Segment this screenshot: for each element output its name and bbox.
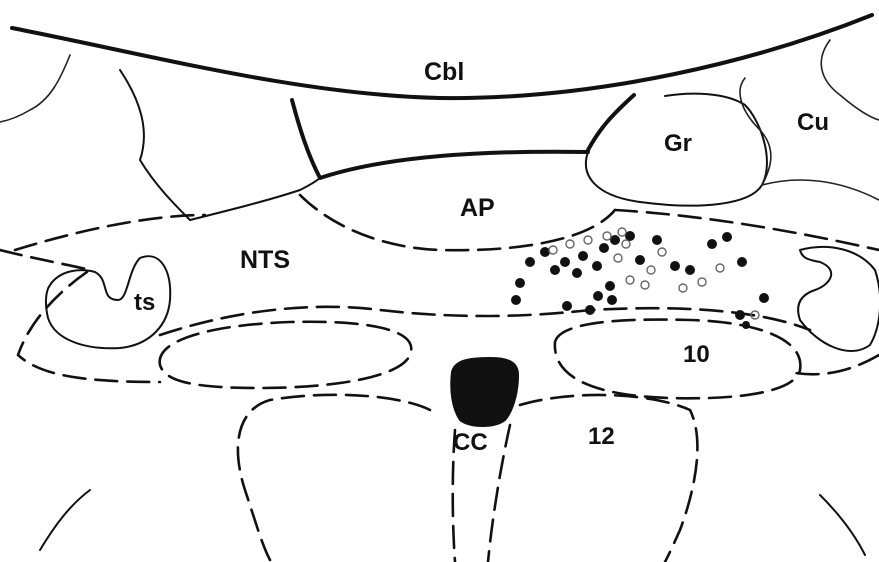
- filled-dot: [652, 235, 662, 245]
- open-dot: [549, 246, 557, 254]
- label-12: 12: [588, 423, 615, 450]
- right-lateral-outline: [798, 247, 879, 351]
- filled-dot: [585, 305, 595, 315]
- open-dot: [679, 284, 687, 292]
- hypoglossal-midline-right: [488, 425, 510, 562]
- filled-dot: [635, 255, 645, 265]
- filled-dot: [707, 239, 717, 249]
- open-dot: [584, 236, 592, 244]
- left-oval-outline: [160, 322, 412, 388]
- label-ap: AP: [460, 194, 495, 222]
- label-cbl: Cbl: [424, 58, 464, 86]
- roof-left-edge: [292, 100, 320, 178]
- open-dot: [626, 276, 634, 284]
- label-10: 10: [683, 341, 710, 368]
- label-nts: NTS: [240, 246, 290, 274]
- filled-dot: [515, 278, 525, 288]
- filled-dot: [685, 265, 695, 275]
- filled-dot: [578, 251, 588, 261]
- label-cu: Cu: [797, 109, 829, 136]
- cuneate-outer-outline: [821, 40, 879, 120]
- left-region-outline-a: [120, 70, 190, 220]
- ap-top-thick: [320, 152, 588, 178]
- hypoglossal-left-outline: [238, 395, 430, 560]
- filled-dot: [722, 232, 732, 242]
- open-dot: [622, 240, 630, 248]
- bottom-left-arc: [40, 490, 90, 550]
- filled-dot: [540, 247, 550, 257]
- filled-dot: [562, 301, 572, 311]
- filled-dot: [607, 295, 617, 305]
- roof-right-edge: [588, 95, 634, 150]
- open-dot: [647, 266, 655, 274]
- central-canal: [451, 358, 518, 426]
- label-gr: Gr: [664, 130, 692, 157]
- bottom-right-arc: [820, 495, 865, 555]
- left-region-outline-b: [190, 178, 320, 220]
- filled-dot: [525, 257, 535, 267]
- open-dot: [618, 228, 626, 236]
- open-dot: [614, 254, 622, 262]
- cuneate-lower-line: [762, 180, 879, 200]
- filled-dot: [735, 310, 745, 320]
- filled-dot: [599, 243, 609, 253]
- open-dot: [566, 240, 574, 248]
- left-outer-lobe: [0, 55, 70, 122]
- filled-dot: [759, 293, 769, 303]
- open-dot: [716, 264, 724, 272]
- right-lateral-contour: [790, 355, 879, 374]
- filled-dot: [593, 291, 603, 301]
- open-dot: [641, 281, 649, 289]
- filled-dot: [670, 261, 680, 271]
- label-ts: ts: [134, 289, 155, 316]
- filled-dot: [605, 281, 615, 291]
- hypoglossal-right-outline: [520, 395, 697, 562]
- area-postrema-outline: [300, 195, 615, 250]
- filled-dot: [560, 257, 570, 267]
- open-dot: [603, 232, 611, 240]
- filled-dot: [511, 295, 521, 305]
- filled-dot: [592, 261, 602, 271]
- open-dot: [698, 278, 706, 286]
- filled-dot: [572, 268, 582, 278]
- filled-dot: [742, 321, 750, 329]
- filled-dot: [550, 265, 560, 275]
- open-dot: [658, 248, 666, 256]
- filled-dot: [737, 257, 747, 267]
- label-cc: CC: [453, 429, 488, 456]
- nts-upper-boundary: [15, 215, 205, 250]
- dmnv-outline: [555, 320, 801, 399]
